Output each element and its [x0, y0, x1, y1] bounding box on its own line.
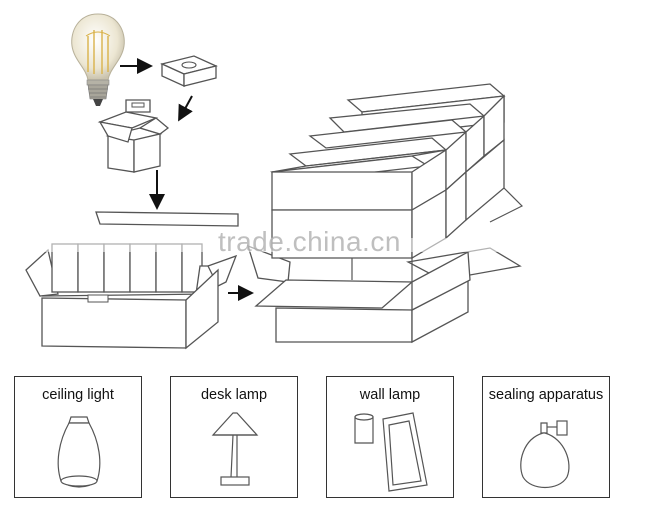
stacked-cartons-icon: [246, 83, 524, 344]
category-card-ceiling-light: ceiling light: [14, 376, 142, 498]
carton-icon: [97, 99, 170, 173]
open-case-icon: [25, 211, 239, 350]
category-label: desk lamp: [200, 387, 268, 403]
desk-lamp-icon: [211, 412, 259, 486]
bulb-icon: [71, 13, 125, 106]
wall-lamp-icon: [354, 412, 428, 492]
arrow-2: [178, 95, 193, 122]
category-card-wall-lamp: wall lamp: [326, 376, 454, 498]
watermark: trade.china.cn: [218, 226, 401, 257]
category-label: wall lamp: [359, 387, 421, 403]
category-label: sealing apparatus: [488, 387, 604, 403]
watermark-band: [24, 238, 624, 252]
category-card-desk-lamp: desk lamp: [170, 376, 298, 498]
category-label: ceiling light: [42, 387, 114, 403]
category-card-sealing-apparatus: sealing apparatus: [482, 376, 610, 498]
ceiling-light-icon: [57, 416, 101, 488]
inner-box-icon: [160, 55, 218, 88]
sealing-apparatus-icon: [520, 420, 570, 489]
